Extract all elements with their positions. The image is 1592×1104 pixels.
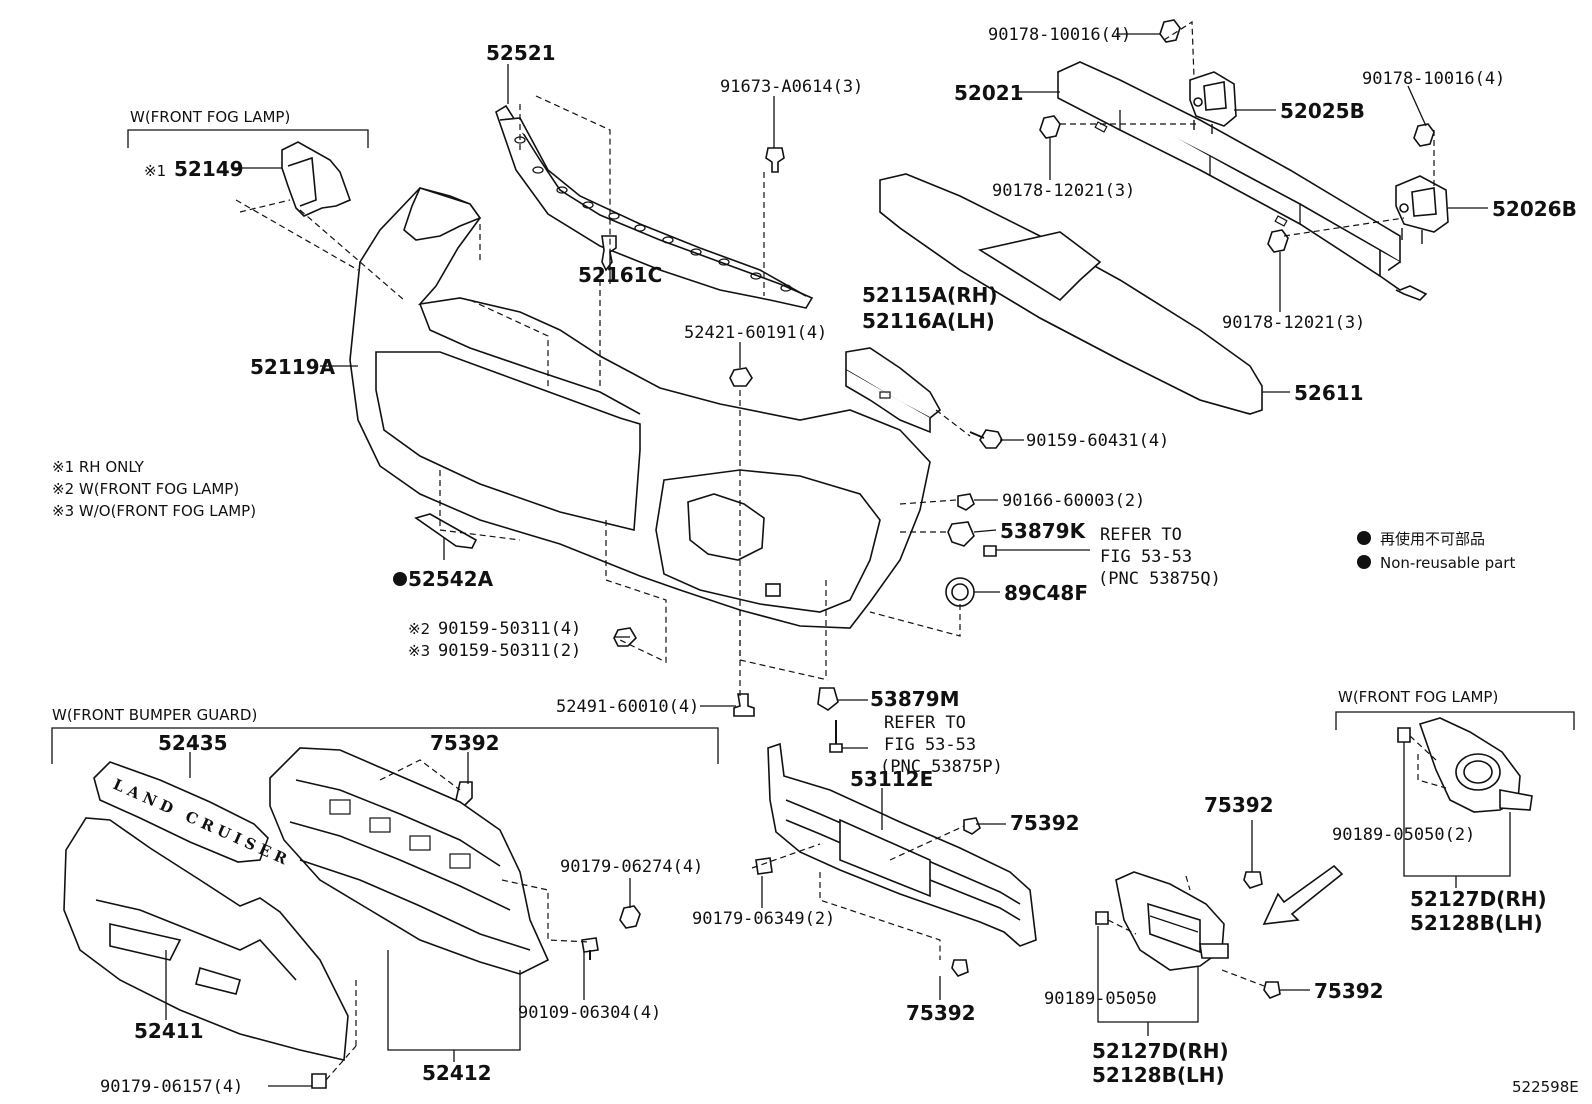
label-52435: 52435 [158, 731, 228, 755]
legend-jp: 再使用不可部品 [1380, 530, 1485, 548]
label-90179-06274: 90179-06274(4) [560, 857, 703, 877]
refer-k-line2: FIG 53-53 [1100, 547, 1192, 567]
label-53112e: 53112E [850, 767, 933, 791]
nuts [619, 19, 1435, 929]
label-52411: 52411 [134, 1019, 204, 1043]
guard-cover-52411 [63, 817, 349, 1061]
refer-k-line3: (PNC 53875Q) [1098, 569, 1221, 589]
footnotes: ※1 RH ONLY ※2 W(FRONT FOG LAMP) ※3 W/O(F… [52, 162, 430, 660]
assembly-guide-lines [235, 20, 1447, 1081]
label-75392-c: 75392 [1204, 793, 1274, 817]
label-75392-a: 75392 [430, 731, 500, 755]
legend: 再使用不可部品 Non-reusable part [393, 530, 1515, 586]
label-52611: 52611 [1294, 381, 1364, 405]
group-brackets [51, 129, 1575, 1062]
label-89c48f: 89C48F [1004, 581, 1088, 605]
label-52115a: 52115A(RH) [862, 283, 997, 307]
label-52521: 52521 [486, 41, 556, 65]
clips-and-screws [311, 147, 1411, 1089]
group-labels: W(FRONT FOG LAMP) W(FRONT BUMPER GUARD) … [52, 108, 1498, 724]
label-91673-a0614: 91673-A0614(3) [720, 77, 863, 97]
label-90178-10016-a: 90178-10016(4) [988, 25, 1131, 45]
label-75392-b: 75392 [1010, 811, 1080, 835]
label-90178-12021-a: 90178-12021(3) [992, 181, 1135, 201]
refer-m-line3: (PNC 53875P) [880, 757, 1003, 777]
label-52116a: 52116A(LH) [862, 309, 995, 333]
label-90166-60003: 90166-60003(2) [1002, 491, 1145, 511]
label-52025b: 52025B [1280, 99, 1365, 123]
label-75392-d: 75392 [906, 1001, 976, 1025]
non-reusable-dot-icon [1357, 555, 1371, 569]
fog-cover-right-group [1418, 717, 1533, 813]
reference-callouts: REFER TO FIG 53-53 (PNC 53875Q) REFER TO… [880, 525, 1221, 777]
label-52128b-b: 52128B(LH) [1092, 1063, 1225, 1087]
label-90178-12021-b: 90178-12021(3) [1222, 313, 1365, 333]
guard-frame-52412 [269, 747, 550, 975]
label-90178-10016-b: 90178-10016(4) [1362, 69, 1505, 89]
note-without-fog: ※3 W/O(FRONT FOG LAMP) [52, 502, 256, 520]
bumper-reinforcement-52021 [1056, 61, 1428, 301]
mark-2: ※2 [408, 620, 430, 638]
refer-m-line2: FIG 53-53 [884, 735, 976, 755]
direction-arrow [1262, 864, 1344, 925]
bracket-52025B [1189, 71, 1237, 134]
label-90159-50311-a: 90159-50311(4) [438, 619, 581, 639]
grille-53112E [767, 742, 1037, 947]
label-52128b-a: 52128B(LH) [1410, 911, 1543, 935]
label-52421-60191: 52421-60191(4) [684, 323, 827, 343]
label-90189-05050-a: 90189-05050(2) [1332, 825, 1475, 845]
note-rh-only: ※1 RH ONLY [52, 458, 145, 476]
label-53879k: 53879K [1000, 519, 1087, 543]
figure-id: 522598E [1512, 1078, 1579, 1096]
note-with-fog: ※2 W(FRONT FOG LAMP) [52, 480, 239, 498]
label-90109-06304: 90109-06304(4) [518, 1003, 661, 1023]
non-reusable-dot-icon [393, 572, 407, 586]
label-52149: 52149 [174, 157, 244, 181]
label-52161c: 52161C [578, 263, 662, 287]
mark-1: ※1 [144, 162, 166, 180]
label-52542a: 52542A [408, 567, 494, 591]
bumper-cover-52119A [349, 187, 931, 629]
group-label-fog-left: W(FRONT FOG LAMP) [130, 108, 290, 126]
label-52026b: 52026B [1492, 197, 1577, 221]
bracket-52026B [1395, 175, 1449, 244]
non-reusable-dot-icon [1357, 531, 1371, 545]
label-90179-06157: 90179-06157(4) [100, 1077, 243, 1097]
label-53879m: 53879M [870, 687, 959, 711]
label-52491-60010: 52491-60010(4) [556, 697, 699, 717]
group-label-fog-right: W(FRONT FOG LAMP) [1338, 688, 1498, 706]
fog-cover-left-group [1115, 871, 1229, 971]
label-75392-e: 75392 [1314, 979, 1384, 1003]
label-90159-50311-b: 90159-50311(2) [438, 641, 581, 661]
side-retainer-52115A [845, 347, 942, 434]
group-label-bumper-guard: W(FRONT BUMPER GUARD) [52, 706, 257, 724]
energy-absorber-52611 [879, 173, 1263, 415]
refer-k-line1: REFER TO [1100, 525, 1182, 545]
leader-lines [165, 33, 1488, 1087]
legend-en: Non-reusable part [1380, 554, 1515, 572]
label-90159-60431: 90159-60431(4) [1026, 431, 1169, 451]
part-number-labels: 52521 91673-A0614(3) 90178-10016(4) 5202… [100, 25, 1577, 1097]
refer-m-line1: REFER TO [884, 713, 966, 733]
label-52127d-b: 52127D(RH) [1092, 1039, 1229, 1063]
label-52412: 52412 [422, 1061, 492, 1085]
label-52127d-a: 52127D(RH) [1410, 887, 1547, 911]
label-52119a: 52119A [250, 355, 336, 379]
mark-3: ※3 [408, 642, 430, 660]
fog-bracket-52149 [281, 141, 352, 217]
label-52021: 52021 [954, 81, 1024, 105]
label-90179-06349: 90179-06349(2) [692, 909, 835, 929]
label-90189-05050-b: 90189-05050 [1044, 989, 1157, 1009]
